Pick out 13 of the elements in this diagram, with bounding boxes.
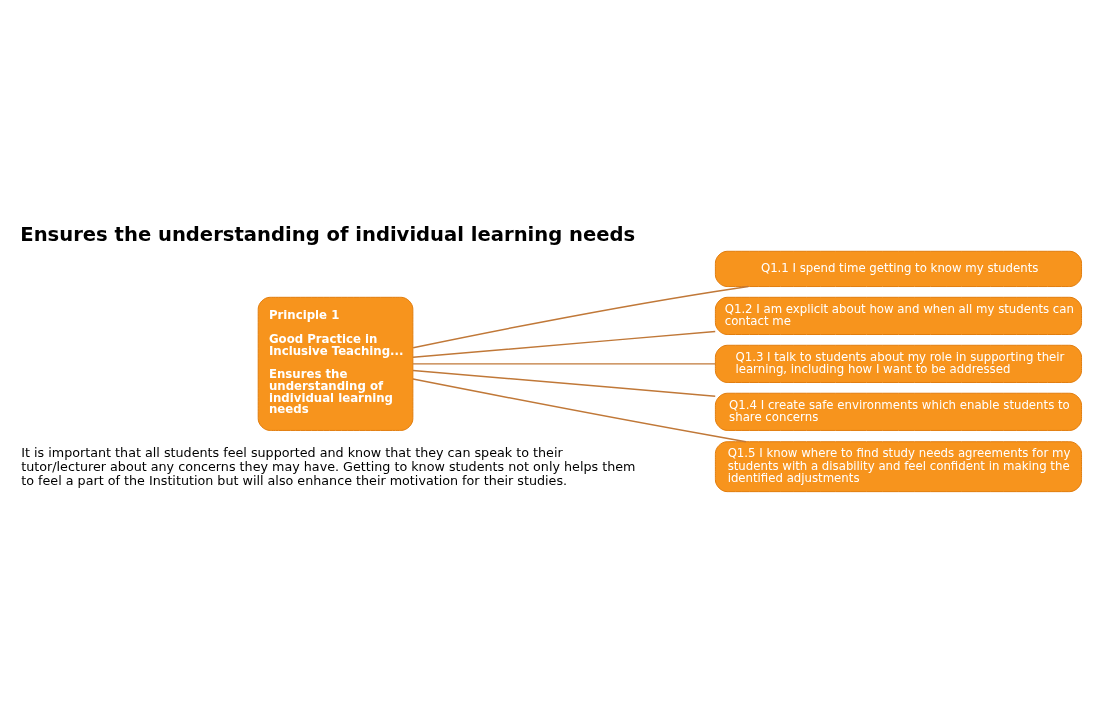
connector [412, 285, 750, 348]
node-box: Principle 1 Good Practice in Inclusive Teaching... Ensures the understanding of individual learning needs [257, 296, 414, 431]
connector [412, 369, 716, 397]
label: It is important that all students feel supported and know that they can speak to their tutor/lecturer about any concerns they may have. Getting to know students not only helps them to feel a part of the Institution but will also enhance their motivation for their studies. [21, 444, 636, 488]
connector [412, 377, 747, 442]
connector [412, 362, 716, 365]
node-box: Q1.5 I know where to find study needs agreements for my students with a disability and feel confident in making the identified adjustments [714, 440, 1083, 492]
node-box: Q1.2 I am explicit about how and when all my students can contact me [714, 296, 1083, 335]
node-box: Q1.1 I spend time getting to know my students [714, 250, 1083, 287]
diagram-title: Ensures the understanding of individual learning needs [20, 222, 636, 246]
connector [412, 330, 716, 358]
node-box: Q1.4 I create safe environments which enable students to share concerns [714, 392, 1083, 431]
node-box: Q1.3 I talk to students about my role in supporting their learning, including how I want to be addressed [714, 344, 1083, 383]
